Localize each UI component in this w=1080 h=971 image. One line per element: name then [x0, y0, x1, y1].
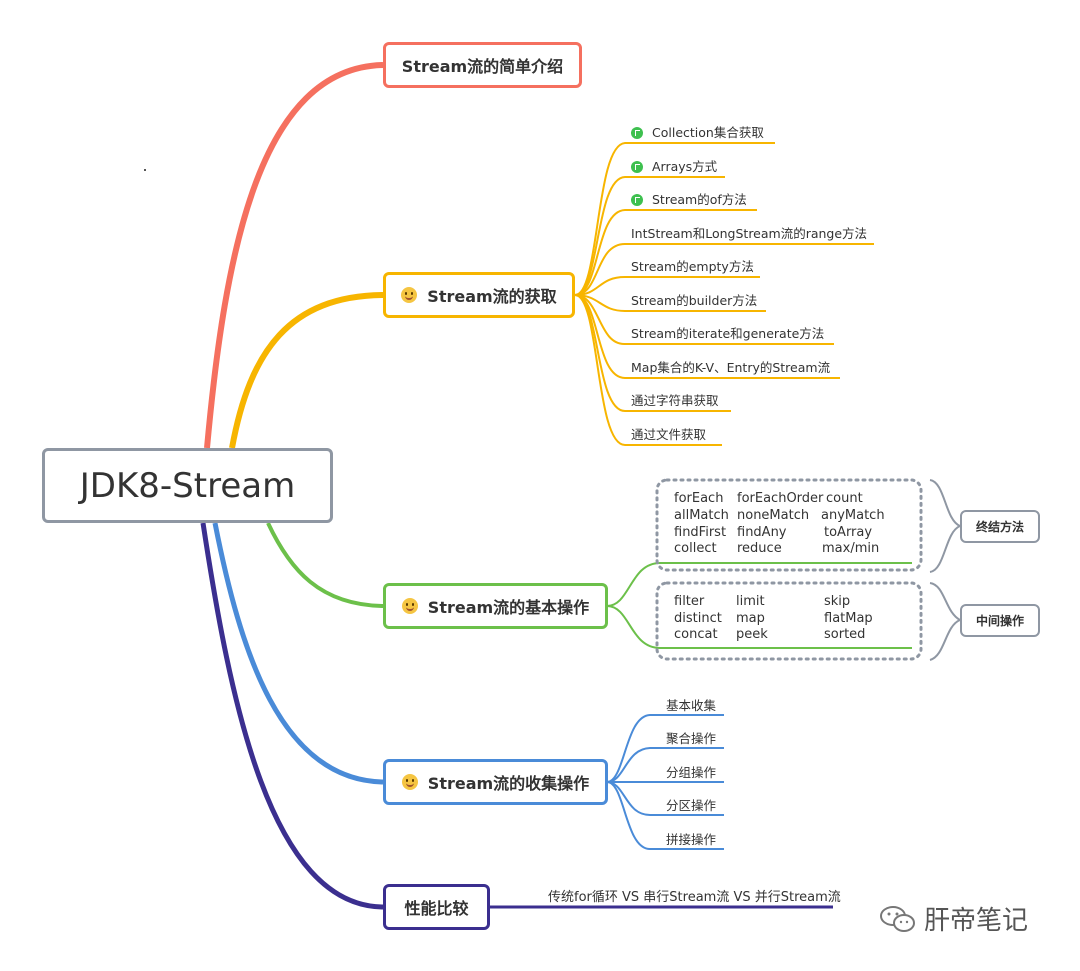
watermark: 肝帝笔记: [878, 900, 1028, 937]
collect-item[interactable]: 分区操作: [666, 798, 717, 813]
flag-icon: [631, 194, 643, 206]
acquire-item[interactable]: Collection集合获取: [631, 122, 764, 141]
intermediate-ops-box: [655, 581, 923, 661]
acquire-item[interactable]: Stream的builder方法: [631, 293, 758, 308]
acquire-item[interactable]: Map集合的K-V、Entry的Stream流: [631, 360, 831, 375]
terminal-tag[interactable]: 终结方法: [960, 510, 1040, 543]
terminal-op: anyMatch: [821, 508, 885, 523]
collect-item[interactable]: 分组操作: [666, 765, 717, 780]
terminal-op: collect: [674, 541, 717, 556]
terminal-op: reduce: [737, 541, 782, 556]
collect-item[interactable]: 聚合操作: [666, 731, 717, 746]
perf-item[interactable]: 传统for循环 VS 串行Stream流 VS 并行Stream流: [548, 890, 841, 905]
wechat-icon: [880, 905, 915, 932]
collect-links: [606, 714, 724, 850]
branch-collect[interactable]: Stream流的收集操作: [383, 759, 608, 805]
acquire-item[interactable]: Stream的of方法: [631, 189, 747, 208]
acquire-item[interactable]: Stream的iterate和generate方法: [631, 326, 825, 341]
root-node[interactable]: JDK8-Stream: [42, 448, 333, 523]
branch-perf-label: 性能比较: [404, 899, 469, 918]
terminal-op: toArray: [824, 525, 873, 540]
terminal-op: noneMatch: [737, 508, 810, 523]
branch-acquire[interactable]: Stream流的获取: [383, 272, 575, 318]
intermediate-op: filter: [674, 594, 705, 609]
flag-icon: [631, 161, 643, 173]
surprised-emoji-icon: [401, 598, 418, 614]
intermediate-tag[interactable]: 中间操作: [960, 604, 1040, 637]
acquire-item[interactable]: Arrays方式: [631, 156, 717, 175]
link-basic: [266, 522, 384, 608]
link-collect: [212, 522, 384, 785]
collect-item[interactable]: 基本收集: [666, 698, 717, 713]
root-title: JDK8-Stream: [79, 465, 296, 506]
terminal-op: max/min: [822, 541, 880, 556]
acquire-links: [574, 142, 874, 446]
intermediate-op: flatMap: [824, 611, 873, 626]
intermediate-op: sorted: [824, 627, 866, 642]
intermediate-op: map: [736, 611, 765, 626]
branch-collect-label: Stream流的收集操作: [427, 774, 590, 793]
terminal-op: forEach: [674, 491, 724, 506]
branch-acquire-label: Stream流的获取: [427, 287, 557, 306]
branch-basic[interactable]: Stream流的基本操作: [383, 583, 608, 629]
link-intro: [204, 62, 384, 449]
intermediate-op: skip: [824, 594, 851, 609]
acquire-item[interactable]: IntStream和LongStream流的range方法: [631, 226, 868, 241]
acquire-item[interactable]: Stream的empty方法: [631, 259, 754, 274]
intermediate-op: limit: [736, 594, 765, 609]
intermediate-op: concat: [674, 627, 718, 642]
terminal-ops-box: [655, 478, 923, 572]
laugh-emoji-icon: [401, 774, 418, 790]
braces: [929, 479, 963, 661]
branch-intro[interactable]: Stream流的简单介绍: [383, 42, 582, 88]
smile-emoji-icon: [401, 287, 418, 303]
collect-item[interactable]: 拼接操作: [666, 832, 717, 847]
acquire-item[interactable]: 通过字符串获取: [631, 393, 719, 408]
branch-intro-label: Stream流的简单介绍: [401, 57, 564, 76]
link-perf: [200, 522, 384, 910]
watermark-text: 肝帝笔记: [924, 906, 1029, 936]
terminal-op: forEachOrder: [737, 491, 824, 506]
terminal-op: findAny: [737, 525, 787, 540]
terminal-op: count: [826, 491, 863, 506]
terminal-op: findFirst: [674, 525, 727, 540]
branch-perf[interactable]: 性能比较: [383, 884, 490, 930]
intermediate-op: peek: [736, 627, 768, 642]
intermediate-op: distinct: [674, 611, 722, 626]
acquire-item[interactable]: 通过文件获取: [631, 427, 707, 442]
branch-basic-label: Stream流的基本操作: [427, 598, 590, 617]
stray-dot: [144, 169, 146, 171]
flag-icon: [631, 127, 643, 139]
terminal-op: allMatch: [674, 508, 729, 523]
link-acquire: [229, 292, 384, 449]
